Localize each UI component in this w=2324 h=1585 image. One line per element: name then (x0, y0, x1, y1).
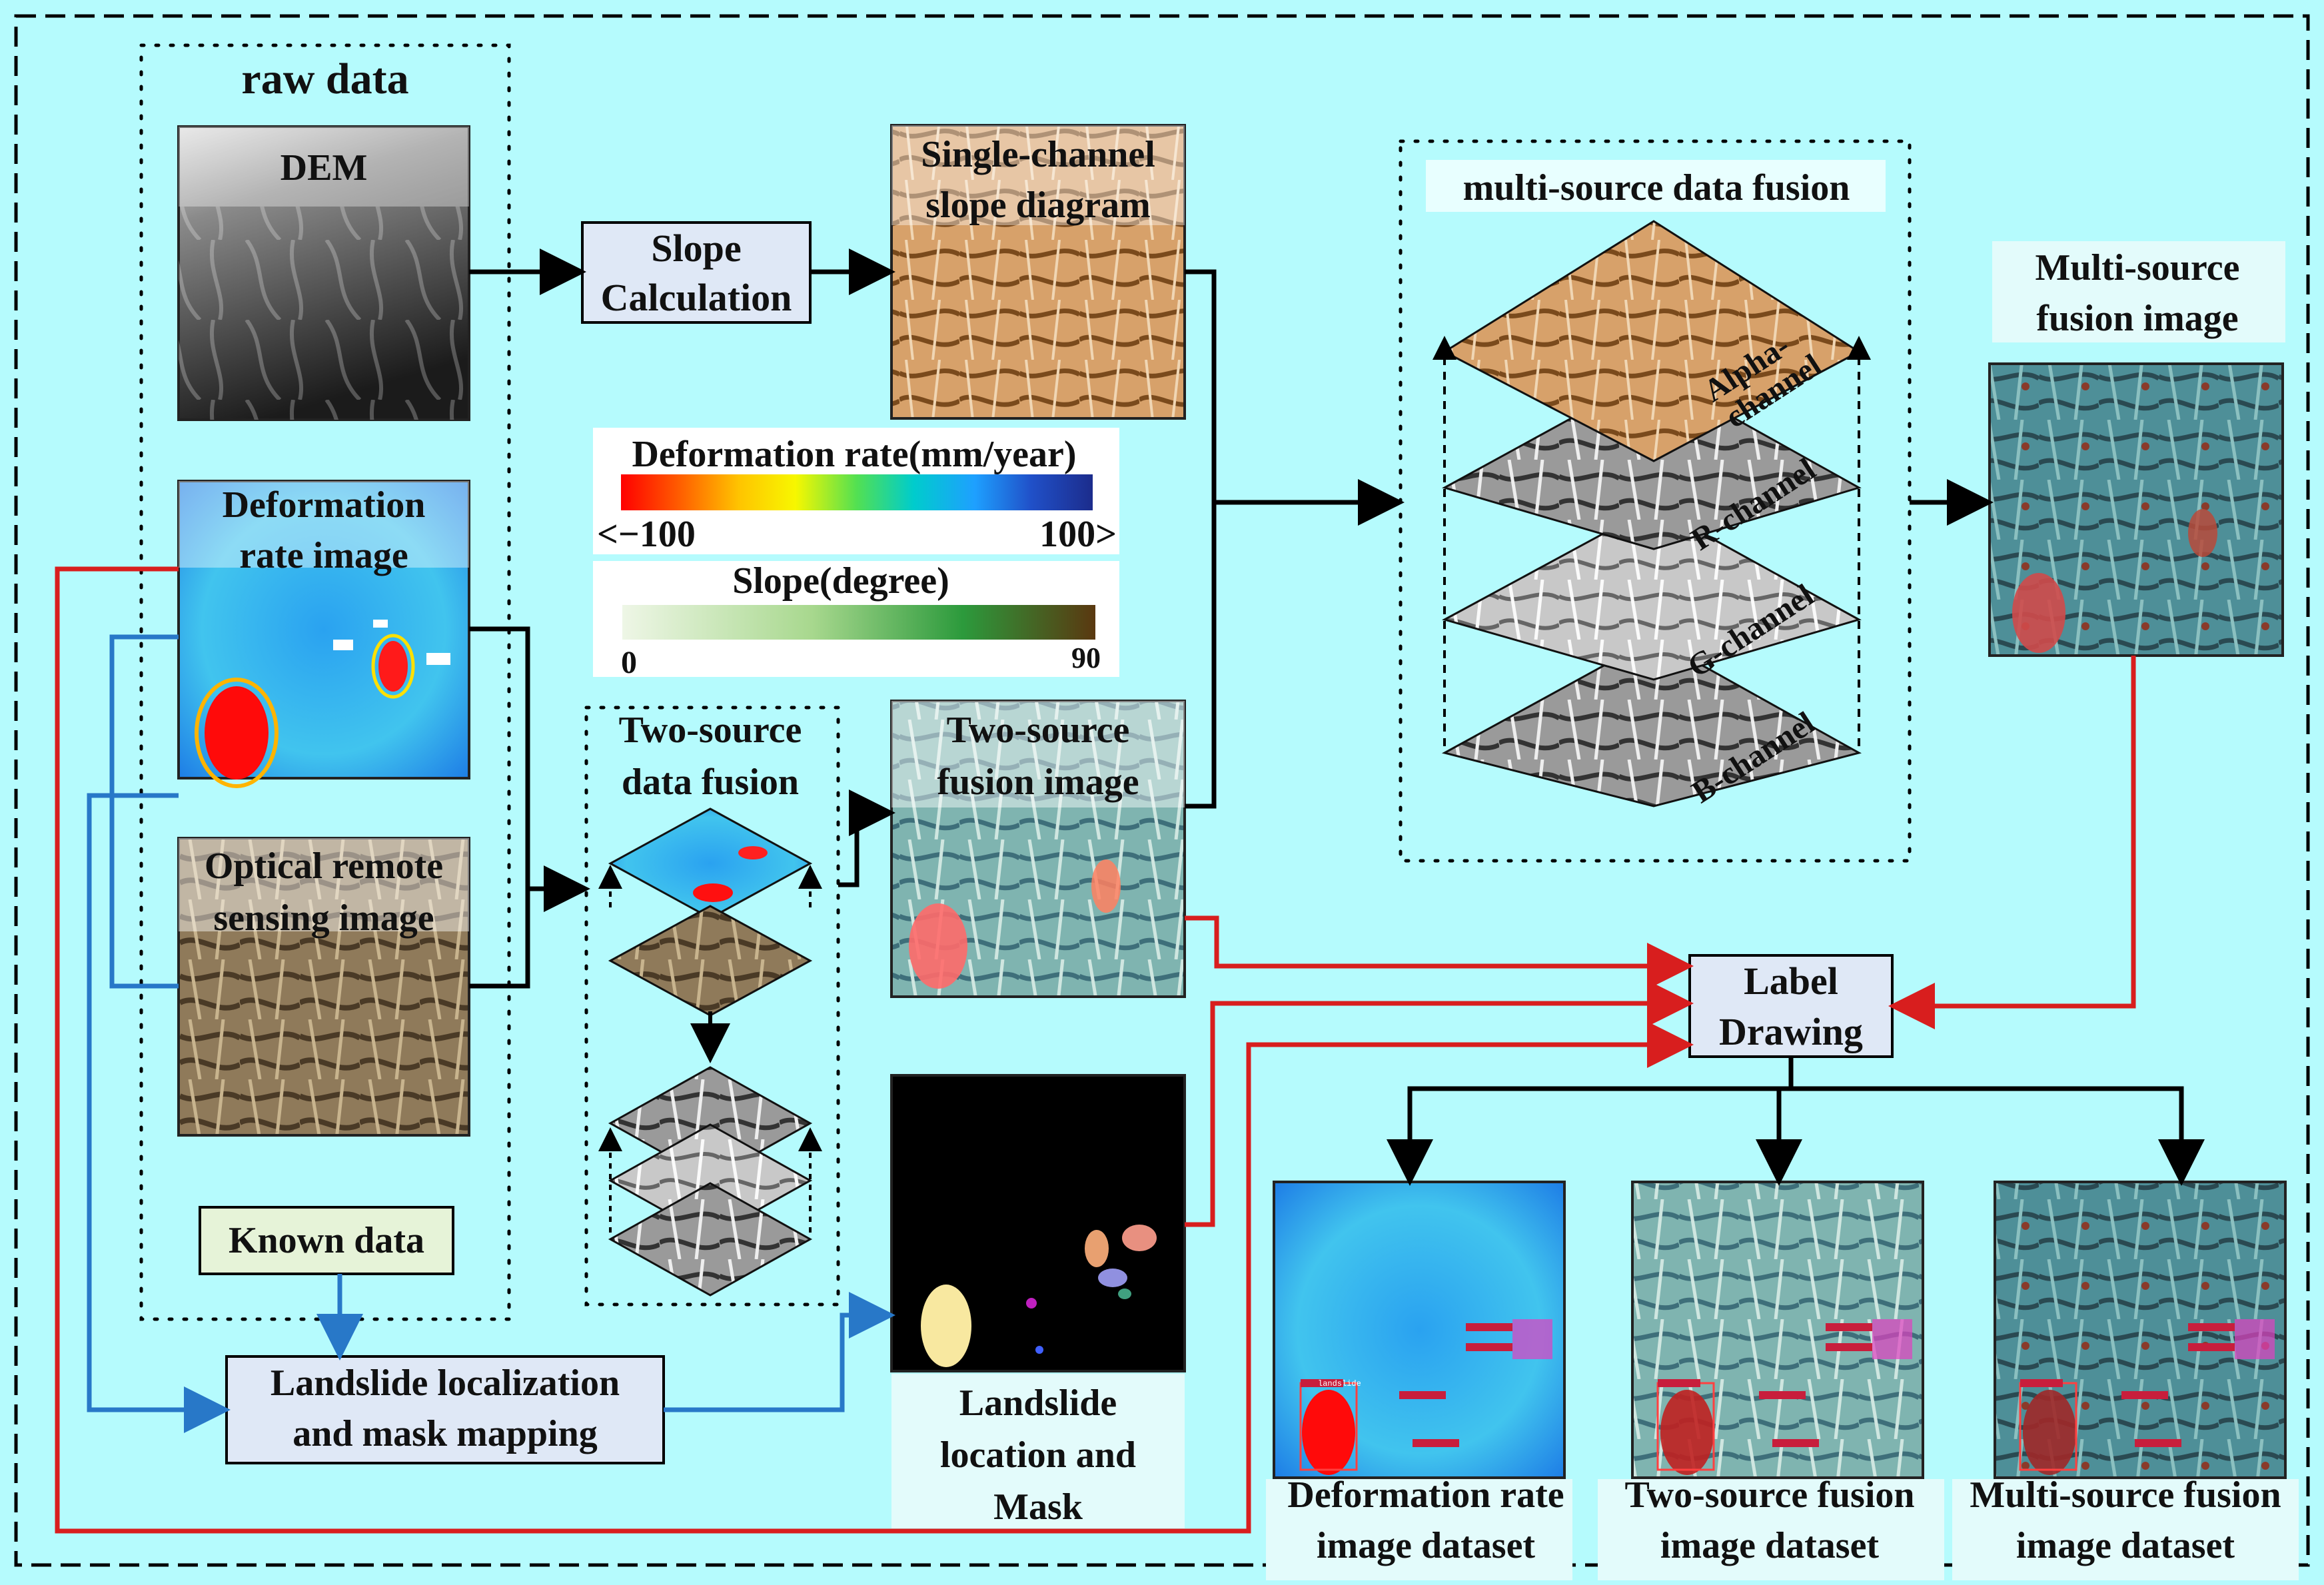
multi-source-dataset-label-1: Multi-source fusion (1970, 1474, 2281, 1516)
mask-label-3: Mask (993, 1486, 1083, 1528)
known-data-box (199, 1206, 454, 1275)
single-channel-label-1: Single-channel (921, 134, 1155, 175)
single-channel-label-2: slope diagram (925, 185, 1151, 226)
deformation-legend-min: <−100 (597, 514, 696, 555)
two-source-dataset-label-1: Two-source fusion (1624, 1474, 1914, 1516)
two-source-fusion-image: Two-source fusion image (890, 700, 1186, 998)
optical-image: Optical remote sensing image (177, 837, 470, 1137)
deformation-label-2: rate image (239, 535, 408, 576)
slope-colorbar (622, 605, 1095, 640)
single-channel-slope-image: Single-channel slope diagram (890, 124, 1186, 420)
multi-source-image-label-2: fusion image (2036, 298, 2238, 339)
deformation-legend: Deformation rate(mm/year) <−100 100> (593, 428, 1119, 555)
blue-arrows (87, 634, 895, 1433)
landslide-localization-label-2: and mask mapping (292, 1413, 598, 1454)
two-source-top-stack (598, 807, 822, 1017)
optical-label-2: sensing image (213, 897, 434, 939)
mask-label-2: location and (940, 1434, 1136, 1476)
deformation-dataset-label-2: image dataset (1317, 1525, 1536, 1566)
mask-label-1: Landslide (959, 1382, 1117, 1424)
deformation-rate-image: Deformation rate image (177, 480, 470, 788)
dem-image: DEM (177, 125, 470, 421)
multi-source-dataset-caption-box (1952, 1479, 2299, 1580)
landslide-mask-caption-box (891, 1374, 1185, 1528)
dem-label: DEM (281, 147, 368, 189)
multi-source-stack: Alpha- channel R-channel G-channel B-cha… (1433, 220, 1871, 810)
known-data-label: Known data (229, 1220, 424, 1261)
multi-source-dataset-image: Multi-source fusion image dataset (1952, 1181, 2299, 1580)
deformation-dataset-image: landslide Deformation rate image dataset (1266, 1181, 1572, 1580)
two-source-image-label-1: Two-source (947, 710, 1130, 751)
slope-calculation-label-1: Slope (651, 227, 741, 270)
multi-source-image-caption-box (1992, 241, 2285, 342)
landslide-localization-label-1: Landslide localization (271, 1362, 620, 1404)
slope-legend-title: Slope(degree) (732, 560, 949, 602)
red-arrow-two-source-to-label (1185, 915, 1694, 989)
label-drawing-label-2: Drawing (1719, 1010, 1863, 1053)
raw-data-title: raw data (241, 55, 408, 103)
multi-source-title-box (1426, 160, 1886, 212)
deformation-dataset-tag: landslide (1318, 1379, 1361, 1388)
deformation-dataset-caption-box (1266, 1479, 1572, 1580)
two-source-bottom-stack (598, 1066, 822, 1297)
two-source-dataset-caption-box (1598, 1479, 1944, 1580)
arrow-merge-line (1185, 269, 1217, 809)
blue-arrow-to-localization (87, 793, 231, 1433)
deformation-legend-max: 100> (1039, 514, 1117, 555)
landslide-mask-image: Landslide location and Mask (890, 1074, 1186, 1528)
blue-arrow-localization-to-mask (664, 1292, 895, 1412)
alpha-channel-layer (1442, 220, 1861, 462)
arrow-deformation-to-two-source (469, 626, 590, 912)
two-source-title-2: data fusion (622, 762, 799, 803)
arrow-optical-to-two-source (469, 889, 530, 989)
landslide-localization-box (225, 1355, 665, 1464)
red-arrow-deformation-to-label (55, 566, 1694, 1534)
multi-source-image-label-1: Multi-source (2035, 247, 2240, 288)
slope-calculation-label-2: Calculation (601, 276, 792, 319)
slope-legend-max: 90 (1071, 642, 1101, 674)
red-arrows (55, 566, 2136, 1534)
slope-calculation-box (581, 221, 812, 324)
deformation-colorbar (621, 474, 1093, 510)
deformation-dataset-label-1: Deformation rate (1287, 1474, 1564, 1516)
outer-frame (14, 14, 2310, 1567)
red-arrow-mask-to-label (1185, 980, 1694, 1227)
optical-label-1: Optical remote (205, 845, 443, 887)
deformation-legend-title: Deformation rate(mm/year) (632, 434, 1076, 475)
label-drawing-label-1: Label (1744, 959, 1838, 1003)
two-source-dataset-label-2: image dataset (1660, 1525, 1880, 1566)
multi-source-title: multi-source data fusion (1463, 167, 1850, 209)
multi-source-dataset-label-2: image dataset (2016, 1525, 2235, 1566)
red-arrow-multi-to-label (1888, 656, 2136, 1029)
multi-source-fusion-image (1988, 362, 2284, 657)
b-channel-layer (1441, 637, 1862, 807)
slope-legend: Slope(degree) 0 90 (593, 560, 1119, 680)
two-source-title-1: Two-source (619, 710, 802, 751)
g-channel-layer (1442, 505, 1862, 681)
two-source-dataset-image: Two-source fusion image dataset (1598, 1181, 1944, 1580)
two-source-image-label-2: fusion image (937, 762, 1139, 803)
black-arrows (469, 249, 2205, 1186)
deformation-label-1: Deformation (223, 484, 426, 526)
arrow-two-source-to-image (838, 790, 895, 887)
slope-legend-min: 0 (621, 645, 637, 680)
blue-line-deformation-optical (109, 634, 179, 989)
